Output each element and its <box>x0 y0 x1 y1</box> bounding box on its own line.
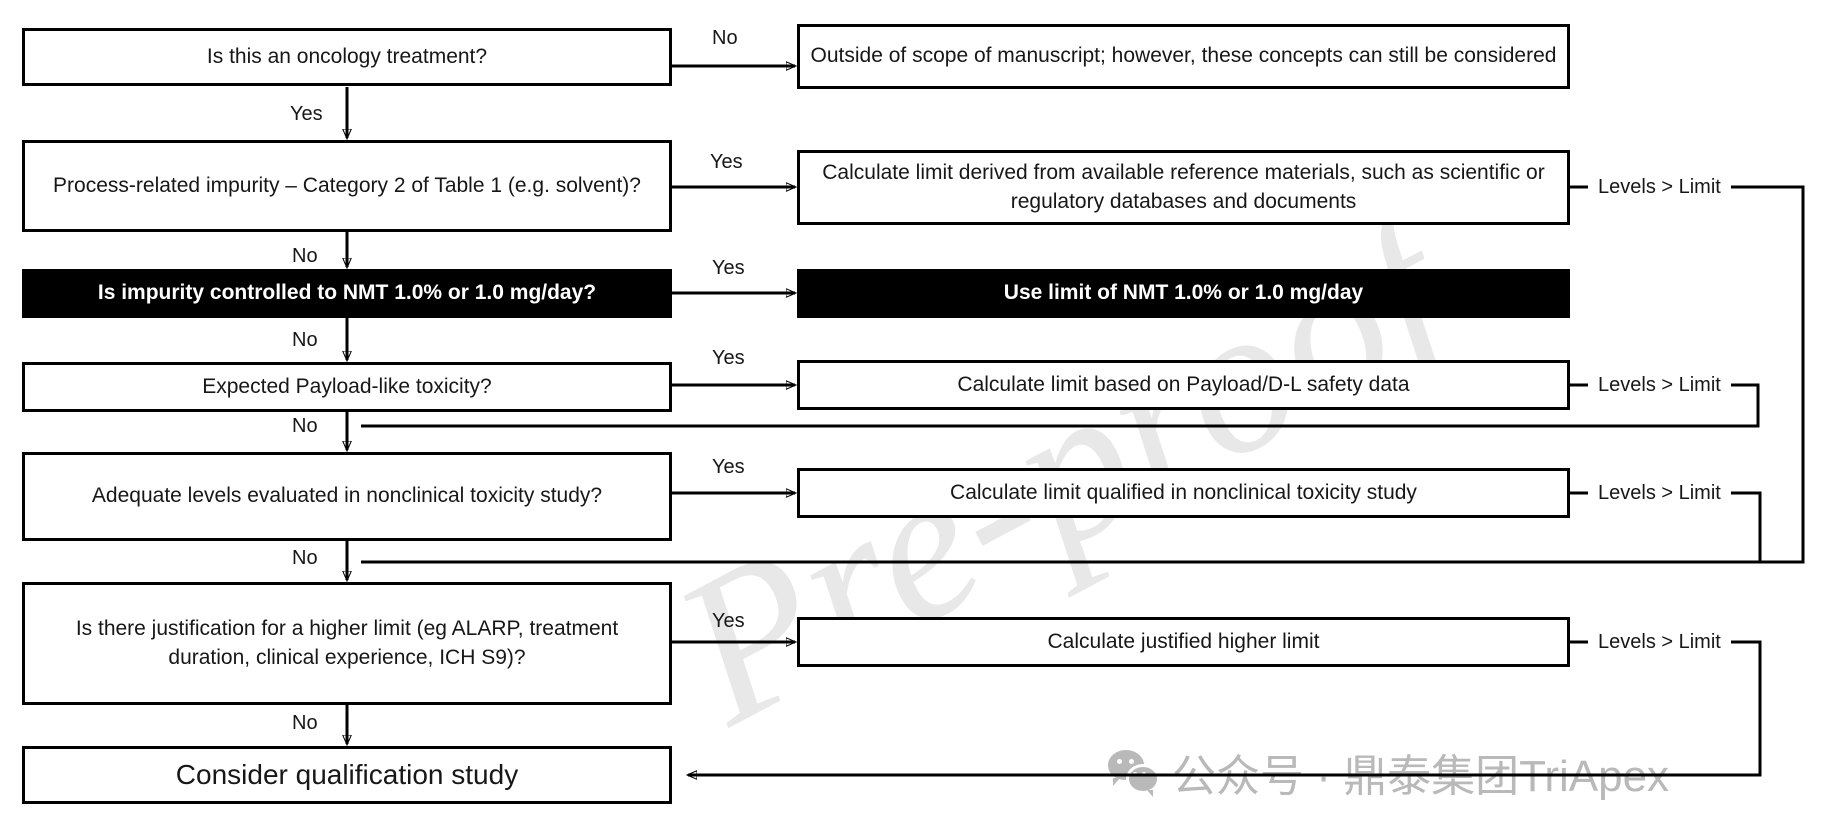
decision-label: Expected Payload-like toxicity? <box>202 374 492 398</box>
edge-label-d1-yes: Yes <box>290 103 323 125</box>
outcome-label: Calculate justified higher limit <box>1047 629 1320 653</box>
decision-box-payload-like-toxicity[interactable]: Expected Payload-like toxicity? <box>22 362 672 412</box>
decision-box-higher-limit-justification[interactable]: Is there justification for a higher limi… <box>22 582 672 705</box>
decision-box-nmt-controlled[interactable]: Is impurity controlled to NMT 1.0% or 1.… <box>22 269 672 318</box>
decision-label: Process-related impurity – Category 2 of… <box>53 173 641 197</box>
edge-label-d2-yes: Yes <box>710 151 743 173</box>
outcome-label: Outside of scope of manuscript; however,… <box>810 44 1557 68</box>
edge-label-d6-no: No <box>292 712 318 734</box>
outcome-box-use-nmt-limit[interactable]: Use limit of NMT 1.0% or 1.0 mg/day <box>797 269 1570 318</box>
terminal-box-consider-qualification-study[interactable]: Consider qualification study <box>22 746 672 804</box>
edge-label-d4-no: No <box>292 415 318 437</box>
outcome-label: Calculate limit based on Payload/D-L saf… <box>957 372 1410 396</box>
outcome-box-nonclinical-qualified-limit[interactable]: Calculate limit qualified in nonclinical… <box>797 468 1570 518</box>
edge-label-d5-no: No <box>292 547 318 569</box>
decision-box-oncology-treatment[interactable]: Is this an oncology treatment? <box>22 28 672 86</box>
edge-label-d4-yes: Yes <box>712 347 745 369</box>
edge-label-d6-yes: Yes <box>712 610 745 632</box>
edge-label-d2-no: No <box>292 245 318 267</box>
terminal-label: Consider qualification study <box>175 758 519 790</box>
outcome-box-payload-safety-data[interactable]: Calculate limit based on Payload/D-L saf… <box>797 360 1570 410</box>
outcome-label: Calculate limit qualified in nonclinical… <box>950 480 1417 504</box>
limit-label-o2: Levels > Limit <box>1598 176 1721 198</box>
outcome-box-reference-materials[interactable]: Calculate limit derived from available r… <box>797 150 1570 225</box>
outcome-box-outside-scope[interactable]: Outside of scope of manuscript; however,… <box>797 24 1570 89</box>
outcome-box-justified-higher-limit[interactable]: Calculate justified higher limit <box>797 617 1570 667</box>
decision-box-process-related-impurity[interactable]: Process-related impurity – Category 2 of… <box>22 140 672 232</box>
edge-label-d1-no: No <box>712 27 738 49</box>
limit-label-o6: Levels > Limit <box>1598 631 1721 653</box>
decision-label: Is this an oncology treatment? <box>206 44 488 68</box>
limit-label-o4: Levels > Limit <box>1598 374 1721 396</box>
edge-label-d3-no: No <box>292 329 318 351</box>
outcome-label: Calculate limit derived from available r… <box>822 160 1545 213</box>
decision-label: Is there justification for a higher limi… <box>75 616 619 669</box>
decision-box-nonclinical-levels[interactable]: Adequate levels evaluated in nonclinical… <box>22 452 672 541</box>
decision-label: Adequate levels evaluated in nonclinical… <box>91 484 603 508</box>
edge-label-d3-yes: Yes <box>712 257 745 279</box>
edge-label-d5-yes: Yes <box>712 456 745 478</box>
outcome-label: Use limit of NMT 1.0% or 1.0 mg/day <box>1003 281 1364 305</box>
limit-label-o5: Levels > Limit <box>1598 482 1721 504</box>
decision-label: Is impurity controlled to NMT 1.0% or 1.… <box>97 281 597 305</box>
